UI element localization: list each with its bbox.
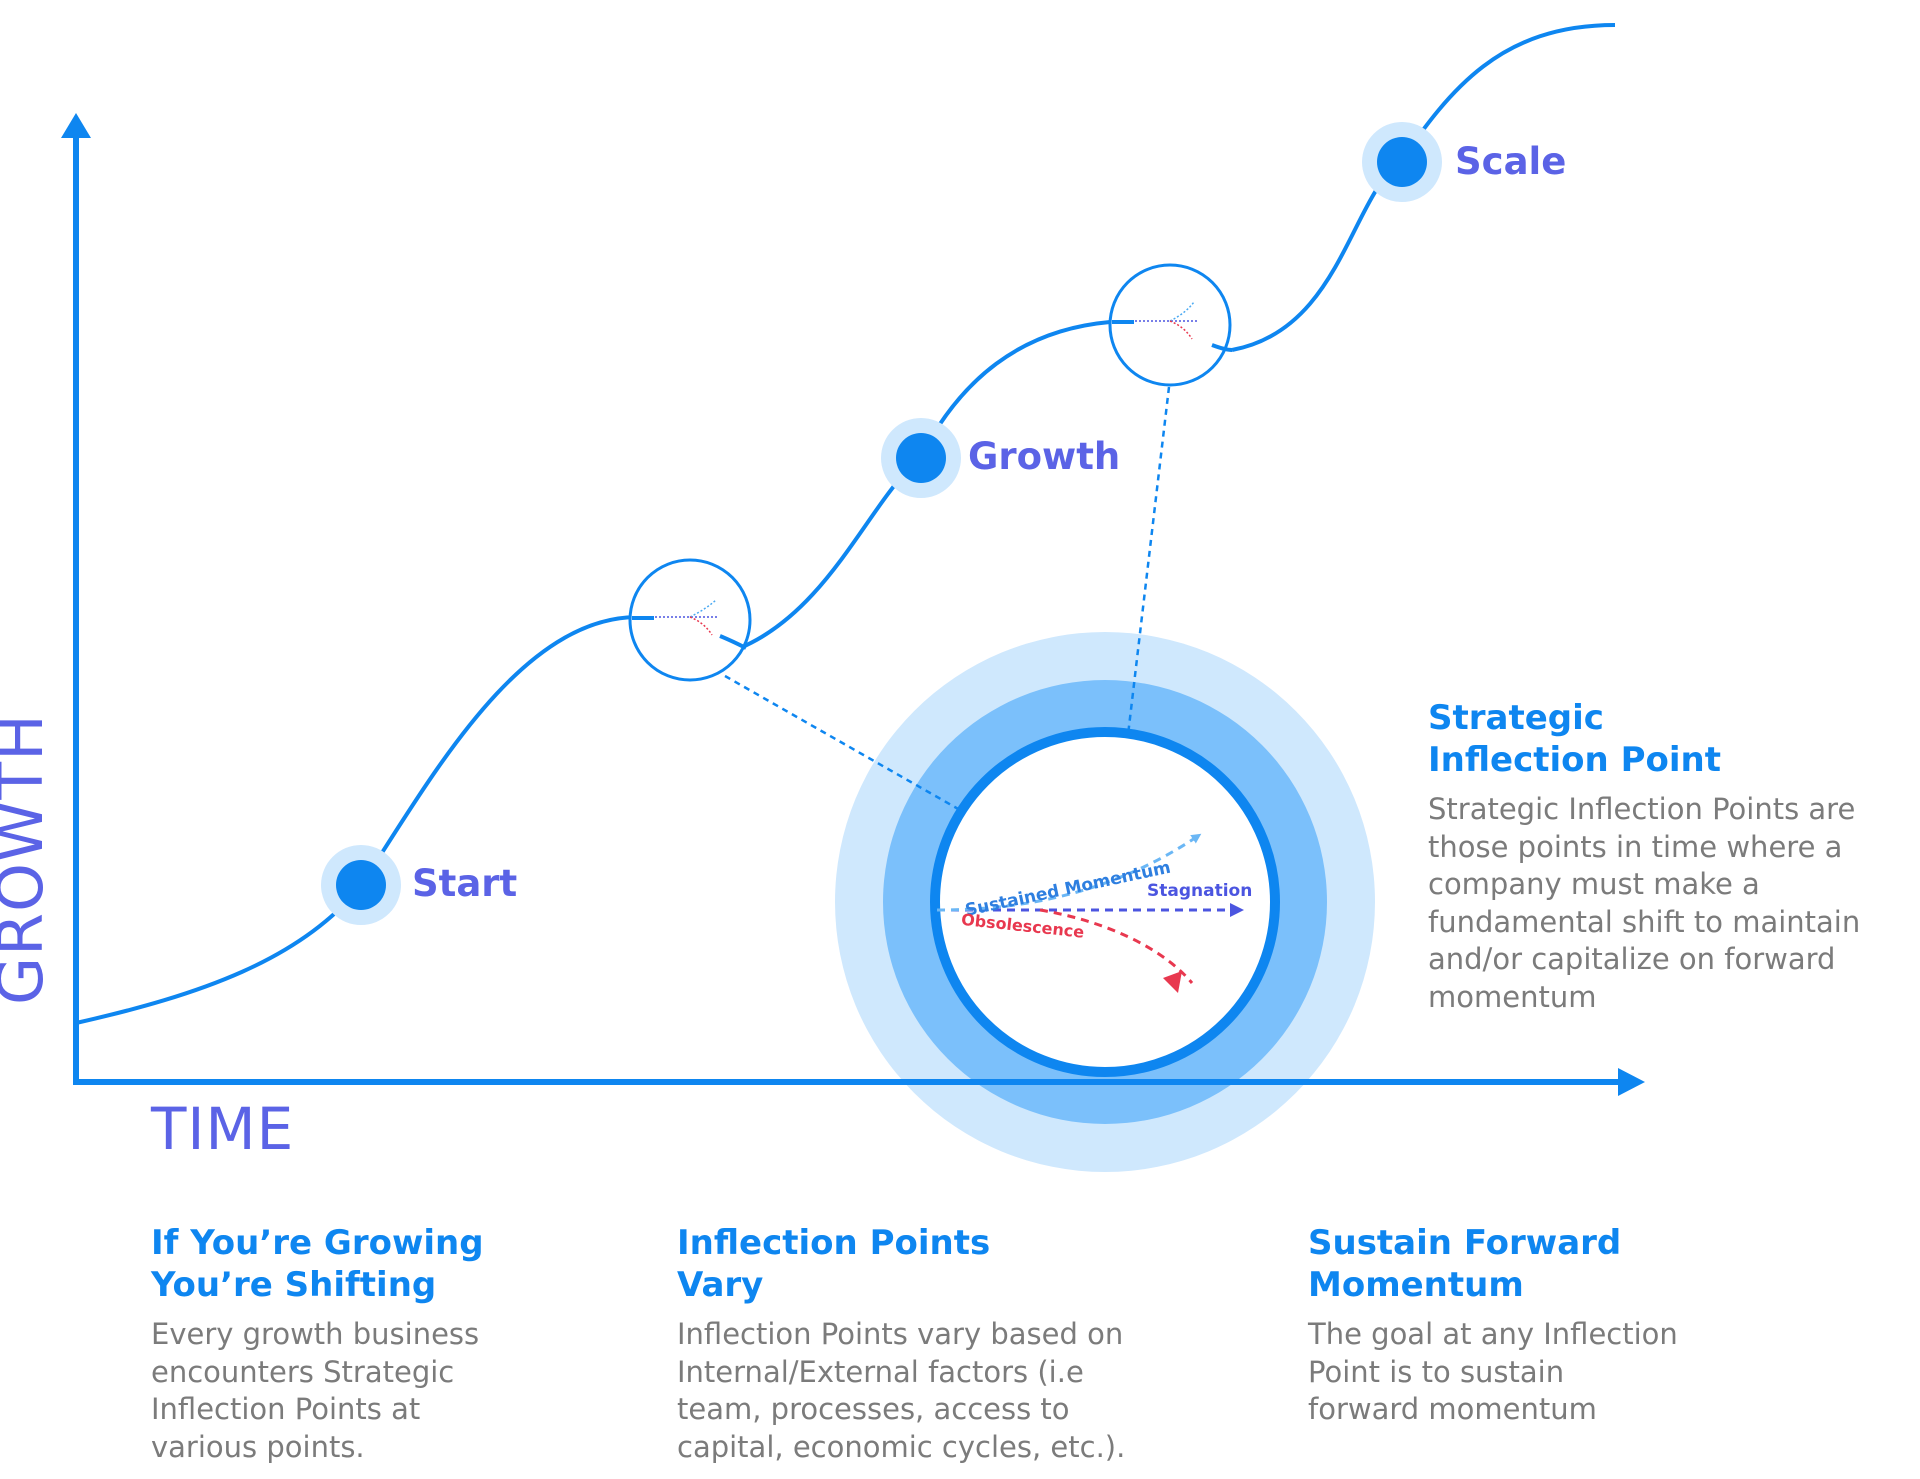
section-body-line: Every growth business — [151, 1317, 480, 1351]
x-axis-arrow-icon — [1618, 1068, 1645, 1096]
section-title-line: Inflection Points — [677, 1223, 991, 1263]
inner-circle — [930, 727, 1280, 1077]
section-body-line: capital, economic cycles, etc.). — [677, 1429, 1126, 1464]
y-axis-arrow-icon — [61, 113, 91, 138]
section-title-line: You’re Shifting — [151, 1265, 437, 1305]
section-body-line: encounters Strategic — [151, 1354, 455, 1389]
obsolescence-arrowhead-icon — [1163, 971, 1182, 993]
strategic-body-line: and/or capitalize on forward — [1428, 942, 1836, 976]
marker-start — [321, 845, 401, 925]
obsolescence-arrow — [1039, 908, 1194, 984]
section-title-line: Sustain Forward — [1308, 1223, 1622, 1263]
strategic-title-line2: Inflection Point — [1428, 740, 1721, 780]
y-axis-label: GROWTH — [0, 713, 57, 1005]
sustained-momentum-arrow — [936, 833, 1202, 912]
strategic-body-line: momentum — [1428, 979, 1597, 1014]
strategic-block: Strategic Inflection Point Strategic Inf… — [1428, 697, 1908, 1016]
connector-line-2 — [1126, 386, 1171, 736]
section-body-line: Inflection Points vary based on — [677, 1317, 1124, 1351]
stage-label-start: Start — [412, 862, 518, 905]
section-inflection-vary: Inflection Points Vary Inflection Points… — [677, 1222, 1237, 1466]
section-title-line: Momentum — [1308, 1265, 1524, 1305]
section-sustain-momentum: Sustain Forward Momentum The goal at any… — [1308, 1222, 1828, 1429]
section-body-line: forward momentum — [1308, 1392, 1597, 1426]
stagnation-label: Stagnation — [1147, 881, 1252, 901]
section-title-line: Vary — [677, 1265, 764, 1305]
x-axis-label: TIME — [151, 1095, 295, 1163]
section-growing-shifting: If You’re Growing You’re Shifting Every … — [151, 1222, 651, 1466]
strategic-body-line: fundamental shift to maintain — [1428, 904, 1861, 939]
strategic-title-line1: Strategic — [1428, 698, 1604, 738]
momentum-arrows — [936, 833, 1244, 993]
inflection-target — [835, 632, 1375, 1172]
section-body-line: team, processes, access to — [677, 1392, 1070, 1426]
marker-growth — [881, 418, 961, 498]
section-title-line: If You’re Growing — [151, 1223, 484, 1263]
section-body-line: various points. — [151, 1429, 365, 1464]
axes — [61, 113, 1645, 1096]
section-body-line: Point is to sustain — [1308, 1354, 1565, 1389]
strategic-body-line: those points in time where a — [1428, 829, 1843, 864]
strategic-body-line: company must make a — [1428, 867, 1760, 901]
small-inflection-circle-1 — [628, 558, 752, 682]
section-body-line: Internal/External factors (i.e — [677, 1354, 1084, 1389]
small-inflection-circle-2 — [1108, 263, 1233, 387]
stage-label-growth: Growth — [968, 435, 1121, 478]
strategic-body-line: Strategic Inflection Points are — [1428, 792, 1856, 826]
marker-scale — [1362, 122, 1442, 202]
connector-line-1 — [724, 674, 961, 812]
section-body-line: Inflection Points at — [151, 1392, 421, 1426]
section-body-line: The goal at any Inflection — [1308, 1317, 1678, 1351]
stage-label-scale: Scale — [1455, 140, 1567, 183]
